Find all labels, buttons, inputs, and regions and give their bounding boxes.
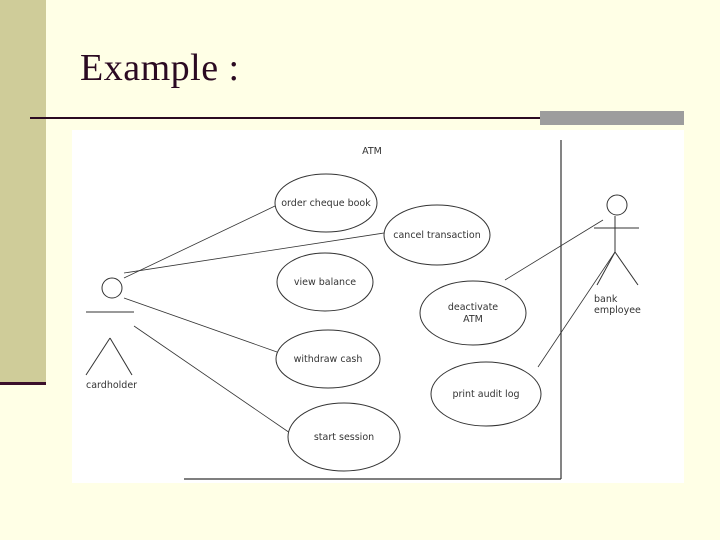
bank-employee-right-leg xyxy=(614,251,639,286)
actor-cardholder-label: cardholder xyxy=(86,380,137,391)
assoc-employee-print-log xyxy=(537,251,616,368)
use-case-cancel-transaction xyxy=(383,204,491,266)
slide-sidebar-band xyxy=(0,0,46,382)
label-deactivate-line1: deactivate xyxy=(448,302,498,313)
use-case-deactivate-atm xyxy=(419,280,527,346)
label-withdraw-cash: withdraw cash xyxy=(294,354,363,365)
label-cancel-transaction: cancel transaction xyxy=(393,230,480,241)
system-name-label: ATM xyxy=(362,146,382,157)
label-view-balance: view balance xyxy=(294,277,356,288)
use-case-diagram-svg: ATM cardholder bank employee xyxy=(85,140,641,480)
title-accent-bar xyxy=(540,111,684,125)
use-case-view-balance xyxy=(276,252,374,312)
assoc-cardholder-cancel xyxy=(123,232,385,274)
bank-employee-head xyxy=(606,194,628,216)
label-print-audit-log: print audit log xyxy=(452,389,519,400)
use-case-start-session xyxy=(287,402,401,472)
use-case-print-audit-log xyxy=(430,361,542,427)
bank-employee-left-leg xyxy=(596,251,616,286)
use-case-withdraw-cash xyxy=(275,329,381,389)
slide-title: Example : xyxy=(80,47,240,89)
actor-cardholder xyxy=(85,277,134,376)
use-case-diagram: ATM cardholder bank employee xyxy=(72,130,684,483)
label-deactivate-line2: ATM xyxy=(463,314,483,325)
actor-bank-employee xyxy=(594,194,639,286)
actor-bank-employee-label-line2: employee xyxy=(594,305,641,316)
cardholder-left-leg xyxy=(85,337,111,376)
cardholder-right-leg xyxy=(109,337,133,376)
assoc-cardholder-start-session xyxy=(133,325,291,434)
associations xyxy=(123,205,616,434)
title-underline xyxy=(30,117,540,119)
assoc-cardholder-order-cheque xyxy=(123,205,276,279)
label-order-cheque-book: order cheque book xyxy=(281,198,371,209)
use-case-order-cheque-book xyxy=(274,173,378,233)
assoc-employee-deactivate xyxy=(504,219,604,281)
actor-bank-employee-label-line1: bank xyxy=(594,294,618,305)
cardholder-head xyxy=(101,277,123,299)
slide-sidebar-edge xyxy=(0,382,46,385)
label-start-session: start session xyxy=(314,432,374,443)
assoc-cardholder-withdraw xyxy=(123,297,278,353)
